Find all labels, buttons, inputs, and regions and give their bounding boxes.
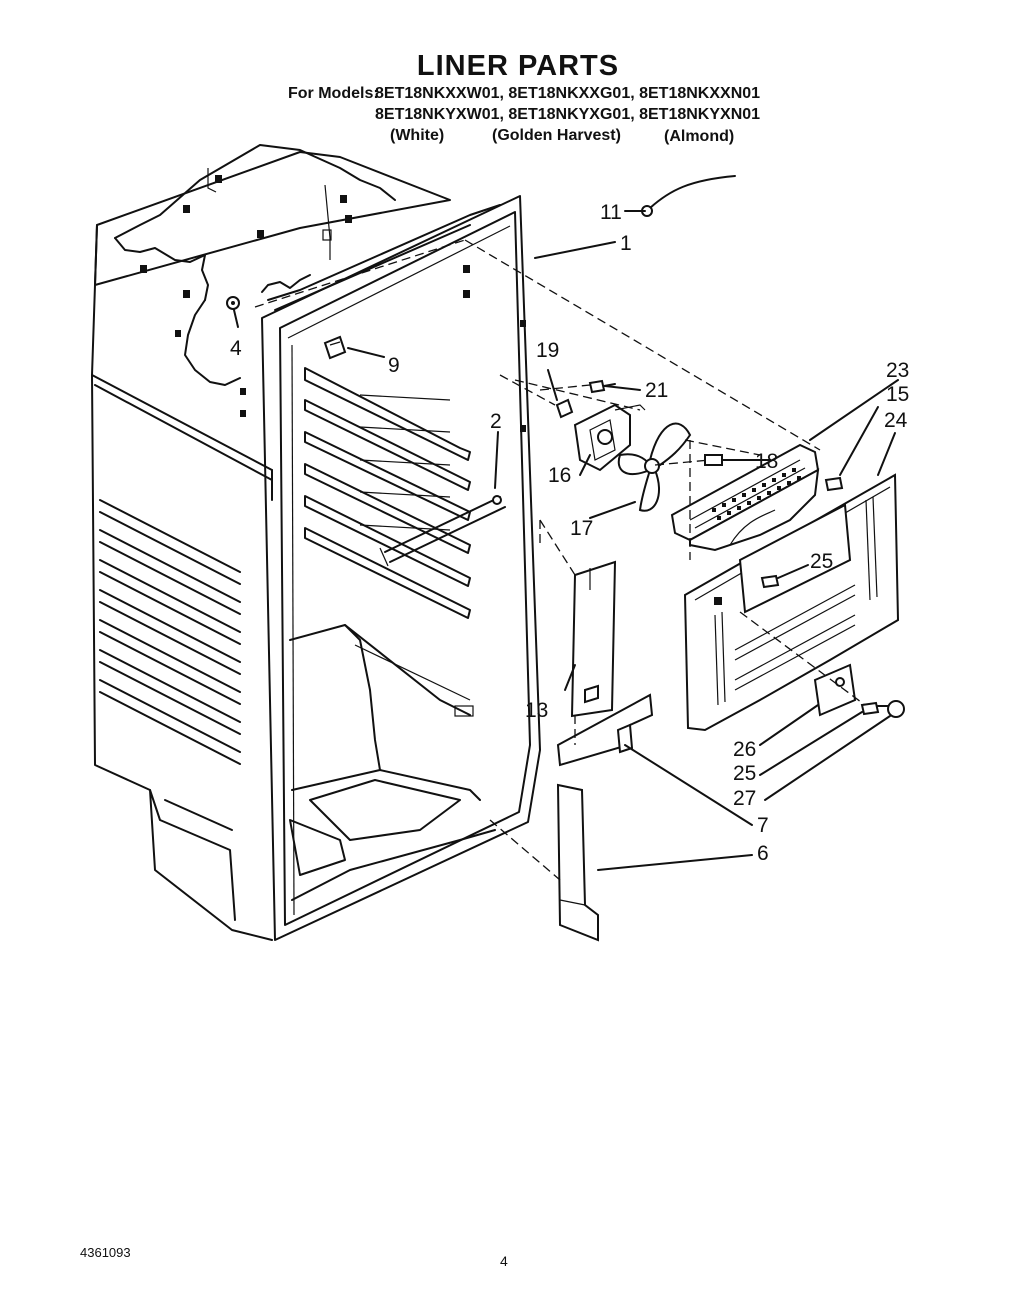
part-17-fan-blade (617, 422, 692, 512)
callout-21: 21 (645, 379, 668, 402)
models-row-2: 8ET18NKYXW01, 8ET18NKYXG01, 8ET18NKYXN01 (375, 106, 761, 123)
callout-17: 17 (570, 517, 593, 540)
part-11-harness (641, 175, 736, 217)
callout-16: 16 (548, 464, 571, 487)
callout-25-upper: 25 (810, 550, 833, 573)
callout-2: 2 (490, 410, 502, 433)
color-almond: (Almond) (664, 128, 735, 145)
color-white: (White) (390, 127, 445, 144)
liner-front-frame (261, 195, 541, 941)
shelf-rails (304, 367, 471, 619)
part-23-grille (670, 443, 820, 552)
callout-11: 11 (600, 201, 622, 224)
callout-9: 9 (388, 354, 400, 377)
callout-26: 26 (733, 738, 756, 761)
part-15-screw (824, 476, 844, 492)
alignment-lines (254, 239, 866, 881)
lower-compartment (289, 624, 496, 901)
part-27-knob (877, 700, 905, 718)
models-row-1: 8ET18NKXXW01, 8ET18NKXXG01, 8ET18NKXXN01 (375, 85, 761, 102)
callout-27: 27 (733, 787, 756, 810)
callout-23: 23 (886, 359, 909, 382)
part-9-clip (323, 335, 347, 360)
callout-13: 13 (525, 699, 548, 722)
callout-4: 4 (230, 337, 242, 360)
callout-6: 6 (757, 842, 769, 865)
callout-18: 18 (755, 450, 778, 473)
callout-labels: 1 2 4 6 7 9 11 13 15 16 17 18 19 21 23 2… (230, 201, 909, 865)
color-golden-harvest: (Golden Harvest) (492, 127, 621, 144)
callout-24: 24 (884, 409, 908, 432)
liner-cabinet (91, 144, 526, 941)
document-number: 4361093 (80, 1245, 131, 1260)
fan-motor-assembly (555, 379, 646, 472)
page-number: 4 (500, 1253, 508, 1269)
callout-15: 15 (886, 383, 909, 406)
part-13-duct (570, 560, 617, 718)
callout-25-lower: 25 (733, 762, 756, 785)
callout-7: 7 (757, 814, 769, 837)
part-7-plate (556, 693, 654, 767)
models-prefix: For Models: (288, 85, 379, 102)
part-2-bracket (379, 495, 506, 567)
leader-lines (233, 210, 899, 871)
page-title: LINER PARTS (416, 50, 620, 82)
part-25-screws (760, 574, 880, 716)
part-6-duct (556, 783, 599, 942)
part-26-cover (813, 663, 857, 717)
callout-1: 1 (620, 232, 632, 255)
callout-19: 19 (536, 339, 559, 362)
part-18-screw (704, 454, 736, 466)
